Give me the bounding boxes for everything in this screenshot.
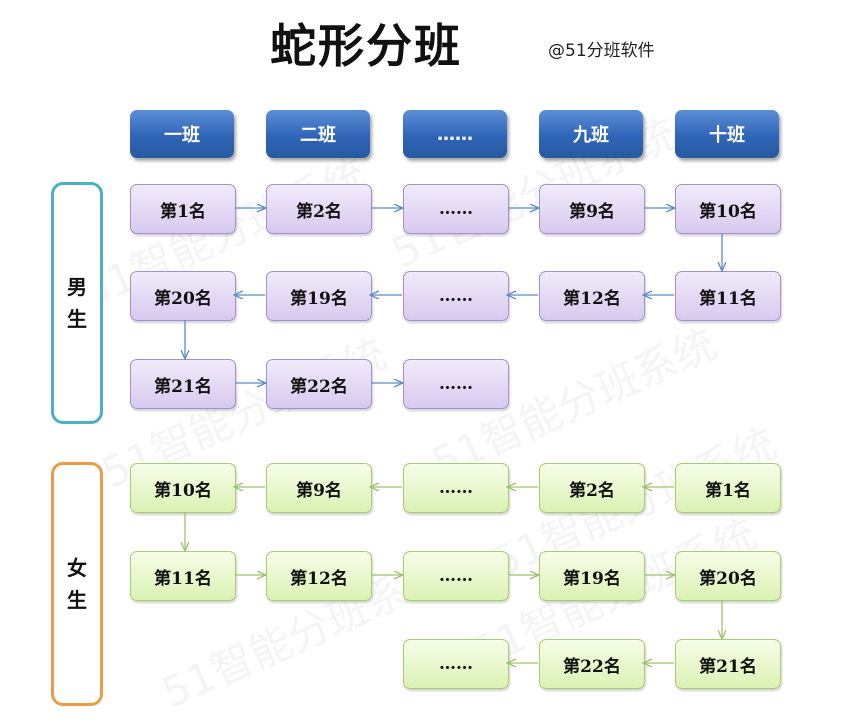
boy-rank-cell: …… (403, 271, 509, 321)
girl-rank-cell: 第21名 (675, 639, 781, 689)
boys-label-char: 生 (67, 307, 87, 331)
boy-rank-cell: 第12名 (539, 271, 645, 321)
boy-rank-cell: …… (403, 359, 509, 409)
girl-rank-cell: 第11名 (130, 551, 236, 601)
boy-rank-cell: 第21名 (130, 359, 236, 409)
girl-rank-cell: 第22名 (539, 639, 645, 689)
girl-rank-cell: 第10名 (130, 463, 236, 513)
boy-rank-cell: 第1名 (130, 184, 236, 234)
class-header-ellipsis: …… (403, 110, 507, 158)
girl-rank-cell: 第9名 (266, 463, 372, 513)
girls-label-char: 生 (67, 588, 87, 612)
class-header-2: 二班 (266, 110, 370, 158)
girl-rank-cell: 第12名 (266, 551, 372, 601)
boy-rank-cell: …… (403, 184, 509, 234)
boys-label: 男 生 (51, 182, 103, 424)
girl-rank-cell: 第1名 (675, 463, 781, 513)
boy-rank-cell: 第10名 (675, 184, 781, 234)
boy-rank-cell: 第19名 (266, 271, 372, 321)
class-header-1: 一班 (130, 110, 234, 158)
boys-label-char: 男 (67, 275, 87, 299)
boy-rank-cell: 第2名 (266, 184, 372, 234)
boy-rank-cell: 第9名 (539, 184, 645, 234)
page-title: 蛇形分班 (270, 19, 462, 73)
girl-rank-cell: …… (403, 463, 509, 513)
class-header-10: 十班 (675, 110, 779, 158)
girl-rank-cell: 第20名 (675, 551, 781, 601)
page-subtitle: @51分班软件 (548, 41, 655, 61)
girl-rank-cell: 第2名 (539, 463, 645, 513)
boy-rank-cell: 第11名 (675, 271, 781, 321)
boy-rank-cell: 第20名 (130, 271, 236, 321)
boy-rank-cell: 第22名 (266, 359, 372, 409)
girl-rank-cell: …… (403, 639, 509, 689)
girls-label-char: 女 (67, 556, 87, 580)
girls-label: 女 生 (51, 462, 103, 706)
class-header-9: 九班 (539, 110, 643, 158)
girl-rank-cell: …… (403, 551, 509, 601)
girl-rank-cell: 第19名 (539, 551, 645, 601)
